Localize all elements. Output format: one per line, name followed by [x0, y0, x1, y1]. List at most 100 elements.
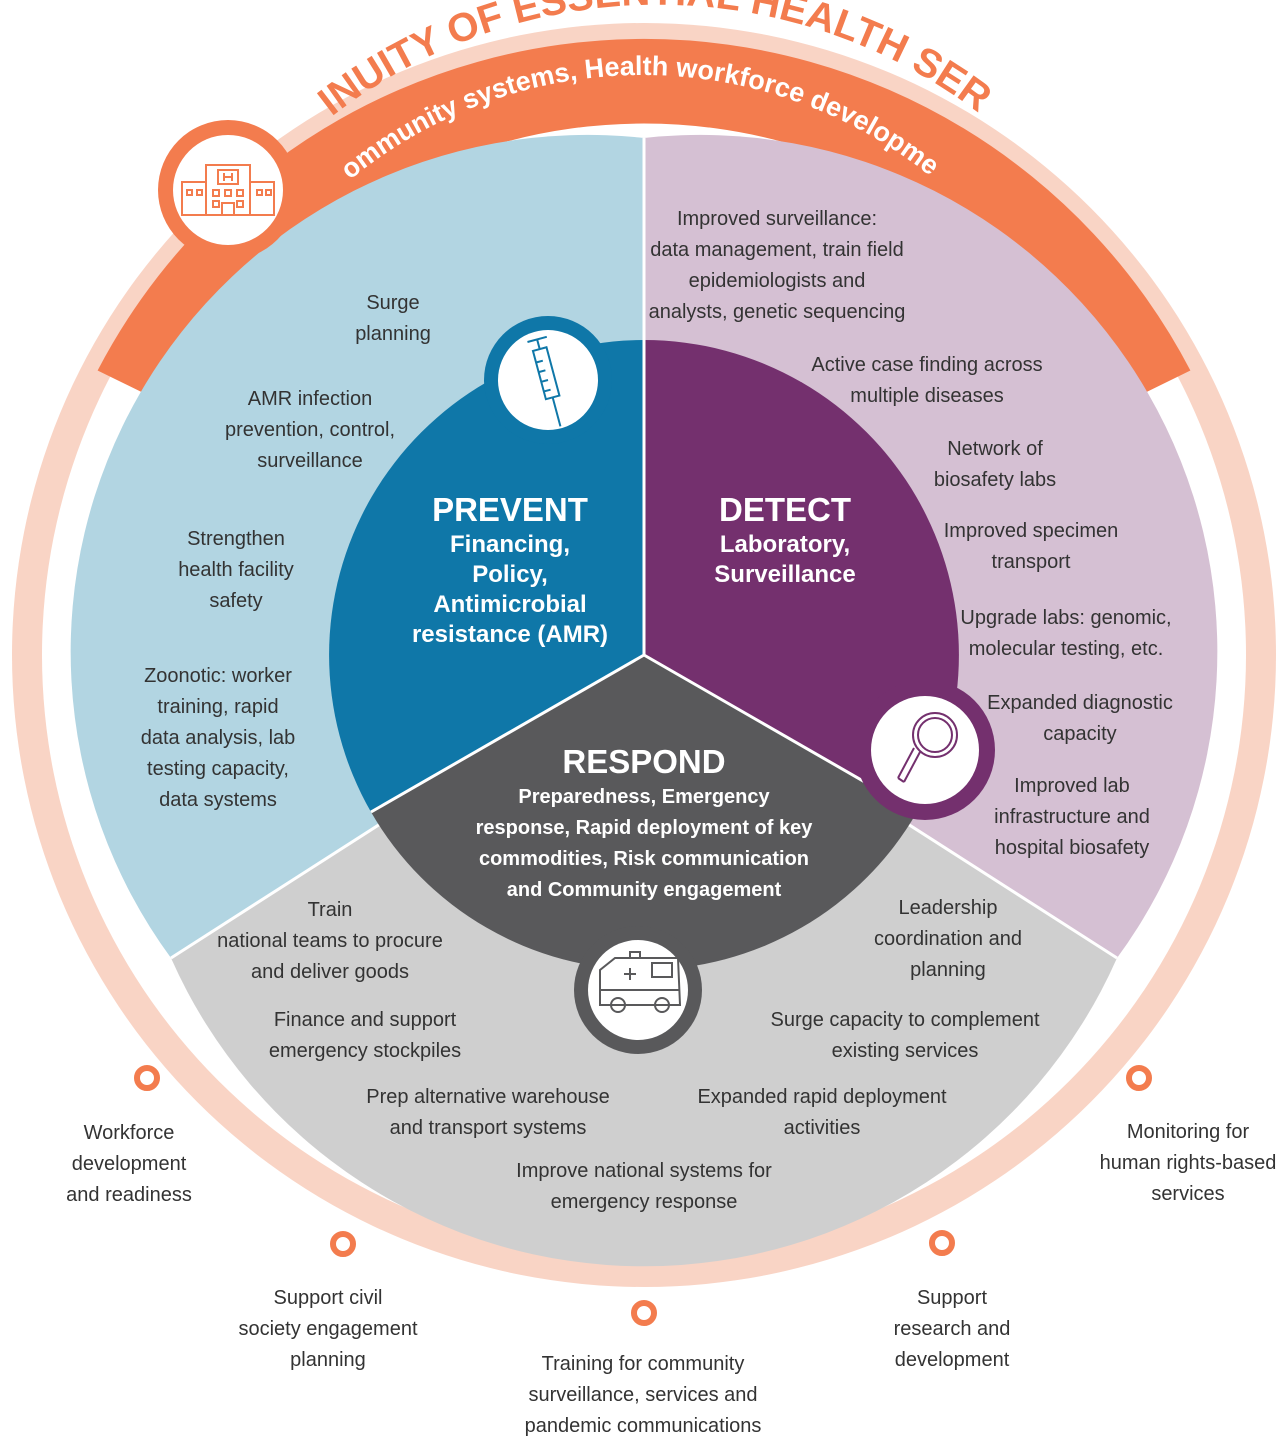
- item-line: Training for community: [541, 1353, 745, 1375]
- respond-title: RESPOND: [562, 743, 726, 780]
- item-line: safety: [209, 590, 263, 612]
- outer-item: Workforce development and readiness: [66, 1118, 192, 1211]
- item-line: pandemic communications: [524, 1415, 762, 1437]
- prevent-hub: [329, 340, 644, 812]
- outer-item: Support research and development: [894, 1283, 1011, 1376]
- item-line: surveillance, services and: [528, 1384, 758, 1406]
- item-line: development: [894, 1349, 1010, 1371]
- respond-item: Prep alternative warehouse and transport…: [366, 1082, 609, 1144]
- item-line: Surge: [366, 292, 420, 314]
- item-line: Network of: [947, 438, 1043, 460]
- ambulance-icon: [574, 926, 702, 1054]
- prevent-item: Surge planning: [355, 288, 431, 350]
- marker-dot: [631, 1300, 657, 1326]
- item-line: existing services: [831, 1040, 979, 1062]
- item-line: Zoonotic: worker: [144, 665, 292, 687]
- item-line: epidemiologists and: [688, 270, 866, 292]
- item-line: and deliver goods: [251, 961, 409, 983]
- item-line: Improved lab: [1014, 775, 1130, 797]
- syringe-icon: [484, 316, 612, 444]
- community-systems-band: [97, 38, 1191, 408]
- outer-ring-markers: [134, 1065, 1152, 1326]
- item-line: and transport systems: [389, 1117, 587, 1139]
- detect-subtitle-line: Laboratory,: [719, 531, 851, 558]
- item-line: molecular testing, etc.: [968, 638, 1164, 660]
- item-line: data management, train field: [650, 239, 904, 261]
- item-line: planning: [355, 323, 431, 345]
- item-line: Upgrade labs: genomic,: [960, 607, 1172, 629]
- item-line: Improve national systems for: [516, 1160, 772, 1182]
- item-line: Active case finding across: [811, 354, 1043, 376]
- item-line: Improved specimen: [943, 520, 1119, 542]
- prevent-item: Zoonotic: worker training, rapid data an…: [141, 661, 296, 816]
- respond-subtitle-line: and Community engagement: [506, 879, 782, 901]
- item-line: AMR infection: [247, 388, 373, 410]
- marker-dot: [134, 1065, 160, 1091]
- item-line: data analysis, lab: [140, 727, 296, 749]
- detect-item: Network of biosafety labs: [934, 434, 1056, 496]
- item-line: capacity: [1043, 723, 1117, 745]
- item-line: Monitoring for: [1126, 1121, 1250, 1143]
- item-line: testing capacity,: [147, 758, 289, 780]
- respond-subtitle-line: commodities, Risk communication: [478, 848, 810, 870]
- prevent-subtitle-line: Financing,: [450, 531, 570, 558]
- item-line: Leadership: [898, 897, 998, 919]
- marker-dot: [929, 1230, 955, 1256]
- item-line: transport: [991, 551, 1071, 573]
- respond-item: Leadership coordination and planning: [874, 893, 1022, 986]
- prevent-item: Strengthen health facility safety: [178, 524, 294, 617]
- prevent-title: PREVENT: [432, 491, 588, 528]
- item-line: health facility: [178, 559, 294, 581]
- respond-item: Expanded rapid deployment activities: [697, 1082, 946, 1144]
- detect-hub: [644, 340, 959, 812]
- respond-item: Finance and support emergency stockpiles: [269, 1005, 461, 1067]
- item-line: coordination and: [874, 928, 1022, 950]
- item-line: analysts, genetic sequencing: [648, 301, 906, 323]
- item-line: Expanded rapid deployment: [697, 1086, 947, 1108]
- magnifying-glass-icon: [855, 680, 995, 820]
- outer-item: Monitoring for human rights-based servic…: [1100, 1117, 1276, 1210]
- detect-item: Upgrade labs: genomic, molecular testing…: [960, 603, 1171, 665]
- outer-item: Support civil society engagement plannin…: [238, 1283, 417, 1376]
- detect-item: Active case finding across multiple dise…: [811, 350, 1042, 412]
- item-line: Support civil: [273, 1287, 383, 1309]
- detect-item: Improved lab infrastructure and hospital…: [994, 771, 1150, 864]
- item-line: Support: [916, 1287, 988, 1309]
- item-line: biosafety labs: [933, 469, 1057, 491]
- item-line: services: [1151, 1183, 1225, 1205]
- item-line: and readiness: [66, 1184, 192, 1206]
- prevent-item: AMR infection prevention, control, surve…: [225, 384, 395, 477]
- marker-dot: [330, 1231, 356, 1257]
- outer-item: Training for community surveillance, ser…: [525, 1349, 762, 1442]
- item-line: planning: [290, 1349, 366, 1371]
- item-line: surveillance: [257, 450, 363, 472]
- item-line: Workforce: [83, 1122, 175, 1144]
- item-line: training, rapid: [157, 696, 279, 718]
- respond-item: Surge capacity to complement existing se…: [770, 1005, 1039, 1067]
- item-line: Surge capacity to complement: [770, 1009, 1040, 1031]
- item-line: Finance and support: [273, 1009, 457, 1031]
- item-line: hospital biosafety: [994, 837, 1150, 859]
- respond-subtitle-line: response, Rapid deployment of key: [475, 817, 813, 839]
- item-line: national teams to procure: [217, 930, 443, 952]
- prevent-label: PREVENT Financing, Policy, Antimicrobial…: [385, 490, 635, 650]
- prevent-subtitle-line: Antimicrobial: [433, 591, 587, 618]
- item-line: emergency response: [550, 1191, 738, 1213]
- item-line: research and: [893, 1318, 1011, 1340]
- detect-item: Expanded diagnostic capacity: [987, 688, 1173, 750]
- respond-label: RESPOND Preparedness, Emergency response…: [434, 742, 854, 906]
- item-line: emergency stockpiles: [268, 1040, 462, 1062]
- detect-item: Improved specimen transport: [944, 516, 1119, 578]
- item-line: Train: [307, 899, 353, 921]
- item-line: prevention, control,: [224, 419, 396, 441]
- item-line: human rights-based: [1099, 1152, 1276, 1174]
- detect-subtitle-line: Surveillance: [714, 561, 856, 588]
- item-line: planning: [910, 959, 986, 981]
- item-line: data systems: [159, 789, 277, 811]
- respond-item: Improve national systems for emergency r…: [516, 1156, 772, 1218]
- prevent-subtitle-line: resistance (AMR): [411, 621, 609, 648]
- respond-subtitle-line: Preparedness, Emergency: [518, 786, 770, 808]
- respond-item: Train national teams to procure and deli…: [217, 895, 443, 988]
- item-line: development: [71, 1153, 187, 1175]
